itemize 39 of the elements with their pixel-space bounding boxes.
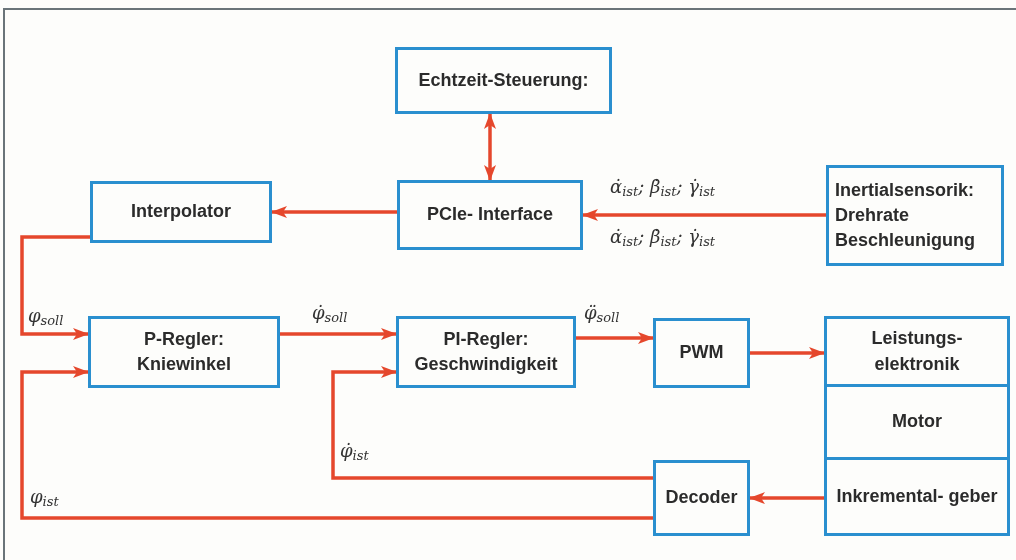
box-label: PCIe- Interface bbox=[426, 203, 553, 227]
process-box bbox=[90, 181, 272, 243]
edge-label: φ̇$_{soll}$ bbox=[312, 302, 348, 325]
box-label: PWM bbox=[679, 341, 724, 365]
arrow bbox=[20, 366, 653, 520]
process-box bbox=[826, 165, 1004, 266]
process-box bbox=[397, 180, 583, 250]
edge-label: φ̇$_{ist}$ bbox=[340, 440, 369, 463]
signal-label: α̇$_{ist}$; β̇$_{ist}$; γ̇$_{ist}$ bbox=[610, 226, 716, 249]
edge-label: φ$_{soll}$ bbox=[28, 305, 64, 328]
process-box bbox=[395, 47, 612, 114]
process-box bbox=[88, 316, 280, 388]
edge-label: φ̈$_{soll}$ bbox=[584, 302, 620, 325]
arrow bbox=[484, 113, 496, 181]
box-label: PI-Regler: Geschwindigkeit bbox=[413, 327, 559, 376]
arrow bbox=[20, 235, 90, 340]
arrow bbox=[271, 206, 397, 218]
box-label: Echtzeit-Steuerung: bbox=[418, 68, 589, 92]
arrow bbox=[750, 347, 825, 359]
box-label: P-Regler: Kniewinkel bbox=[136, 327, 232, 376]
arrow bbox=[749, 492, 824, 504]
box-label: Inertialsensorik: Drehrate Beschleunigung bbox=[835, 178, 976, 253]
process-box bbox=[824, 457, 1010, 536]
process-box bbox=[653, 460, 750, 536]
box-label: Interpolator bbox=[131, 200, 231, 224]
process-box bbox=[653, 318, 750, 388]
process-box bbox=[824, 316, 1010, 387]
edge-label: α̇$_{ist}$; β̇$_{ist}$; γ̇$_{ist}$ bbox=[610, 176, 716, 199]
arrow bbox=[280, 328, 397, 340]
box-label: Leistungs- elektronik bbox=[870, 327, 964, 376]
arrow bbox=[576, 332, 654, 344]
box-label: Decoder bbox=[665, 486, 738, 510]
box-label: Inkremental- geber bbox=[836, 484, 998, 508]
box-label: Motor bbox=[892, 410, 942, 434]
process-box bbox=[396, 316, 576, 388]
arrow bbox=[582, 209, 826, 221]
process-box bbox=[824, 384, 1010, 460]
edge-label: φ$_{ist}$ bbox=[30, 486, 59, 509]
arrow bbox=[331, 366, 653, 480]
